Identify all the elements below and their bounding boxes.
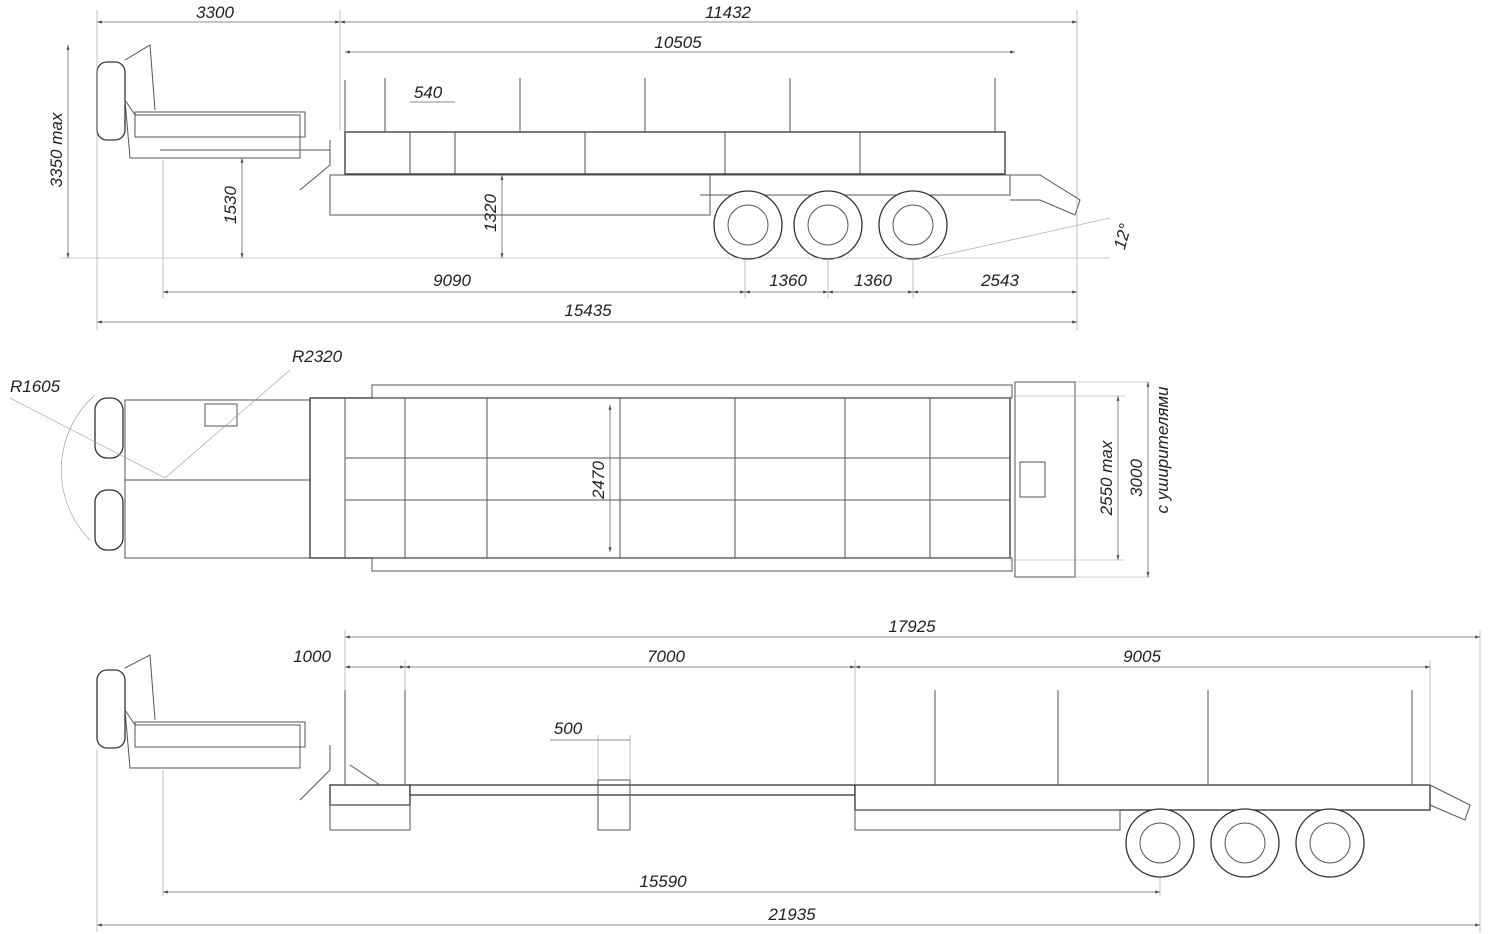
side-view-extended: 17925 1000 7000 9005 500 15590 21935: [96, 617, 1481, 932]
plan-view: R1605 R2320 2470 2550 max 3000 с уширите…: [9, 347, 1172, 578]
dim-stake-pitch: 540: [414, 83, 443, 102]
tractor-plan: [9, 369, 345, 559]
dim-kingpin-to-axle: 9090: [433, 271, 471, 290]
dim-deck-inner-width: 2470: [589, 461, 608, 500]
dim-axle-spacing-2: 1360: [854, 271, 892, 290]
dim-overall-length-extended: 21935: [767, 905, 816, 924]
trailer-deck-plan: [309, 381, 1076, 578]
side-view-transport: 3300 11432 10505 540 3350 max 1530 1320 …: [47, 3, 1135, 330]
dim-swing-radius-rear: R2320: [292, 347, 343, 366]
dim-front-overhang: 3300: [196, 3, 234, 22]
dim-deck-length: 10505: [654, 33, 702, 52]
dim-extended-trailer-length: 17925: [888, 617, 936, 636]
dim-width: 2550 max: [1097, 440, 1116, 516]
dim-width-extended: 3000: [1127, 459, 1146, 497]
dim-trailer-length: 11432: [705, 3, 752, 22]
dim-gooseneck: 1000: [293, 647, 331, 666]
dim-swing-radius-front: R1605: [10, 377, 61, 396]
dim-height: 3350 max: [47, 112, 66, 187]
tractor-side: [96, 44, 331, 191]
dim-rear-section: 9005: [1123, 647, 1161, 666]
dim-deck-height: 1320: [481, 194, 500, 232]
trailer-deck-side: [329, 78, 1081, 216]
tractor-side-2: [96, 654, 331, 801]
dim-rear-overhang: 2543: [980, 271, 1019, 290]
dim-fifth-wheel-height: 1530: [221, 186, 240, 224]
dim-extension: 7000: [647, 647, 685, 666]
dim-overall-length: 15435: [564, 301, 612, 320]
dim-support-width: 500: [554, 719, 583, 738]
axles-side: [713, 190, 948, 260]
dim-ramp-angle: 12°: [1110, 222, 1135, 252]
dim-axle-spacing-1: 1360: [769, 271, 807, 290]
dim-width-extended-note: с уширителями: [1153, 386, 1172, 514]
dim-kingpin-to-axle-extended: 15590: [639, 872, 687, 891]
